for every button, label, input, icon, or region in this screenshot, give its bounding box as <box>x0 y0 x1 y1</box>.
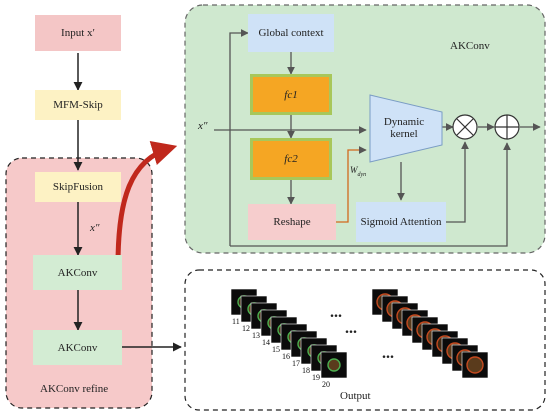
frame-number: 13 <box>252 331 260 340</box>
global-context-label: Global context <box>258 27 324 39</box>
input-label: Input x′ <box>61 27 95 39</box>
x-double-prime-left: x″ <box>90 222 100 234</box>
mfm-skip-box: MFM-Skip <box>35 90 121 120</box>
dynamic-kernel-label: Dynamic kernel <box>383 116 425 140</box>
frame-number: 16 <box>282 352 290 361</box>
input-box: Input x′ <box>35 15 121 51</box>
akconv-2-label: AKConv <box>57 341 98 354</box>
output-frame-stack-right <box>371 288 489 379</box>
x-double-prime-module: x″ <box>198 120 208 132</box>
frame-number: 15 <box>272 345 280 354</box>
akconv-module-title: AKConv <box>450 40 490 52</box>
reshape-label: Reshape <box>273 216 311 228</box>
akconv-box-2: AKConv <box>33 330 122 365</box>
sigmoid-attention-label: Sigmoid Attention <box>360 216 442 228</box>
fc2-box: fc2 <box>250 138 332 180</box>
weight-symbol: W <box>350 165 358 175</box>
frame-number: 19 <box>312 373 320 382</box>
sigmoid-attention-box: Sigmoid Attention <box>356 202 446 242</box>
frame-number: 11 <box>232 317 240 326</box>
skip-fusion-label: SkipFusion <box>52 181 104 193</box>
output-frame-content <box>466 356 484 374</box>
reshape-box: Reshape <box>248 204 336 240</box>
output-frame-stack-left <box>230 288 348 379</box>
frame-number: 20 <box>322 380 330 389</box>
global-context-box: Global context <box>248 14 334 52</box>
dynamic-kernel-shape <box>369 94 443 163</box>
frame-number: 14 <box>262 338 270 347</box>
dynamic-kernel-label-box: Dynamic kernel <box>372 108 436 148</box>
output-frame-content <box>327 358 341 372</box>
frame-number: 17 <box>292 359 300 368</box>
output-label: Output <box>340 390 371 402</box>
ellipsis-middle: ... <box>345 320 357 337</box>
weight-subscript: dyn <box>357 171 367 178</box>
akconv-1-label: AKConv <box>57 266 98 279</box>
mfm-skip-label: MFM-Skip <box>53 99 103 111</box>
weight-label: Wdyn <box>350 165 366 178</box>
ellipsis-bottom: ... <box>382 345 394 362</box>
fc1-box: fc1 <box>250 74 332 115</box>
frame-number: 12 <box>242 324 250 333</box>
ellipsis-top: ... <box>330 304 342 321</box>
fc2-label: fc2 <box>284 153 298 165</box>
refine-label: AKConv refine <box>40 383 109 395</box>
akconv-box-1: AKConv <box>33 255 122 290</box>
fc1-label: fc1 <box>284 88 298 101</box>
frame-number: 18 <box>302 366 310 375</box>
skip-fusion-box: SkipFusion <box>35 172 121 202</box>
